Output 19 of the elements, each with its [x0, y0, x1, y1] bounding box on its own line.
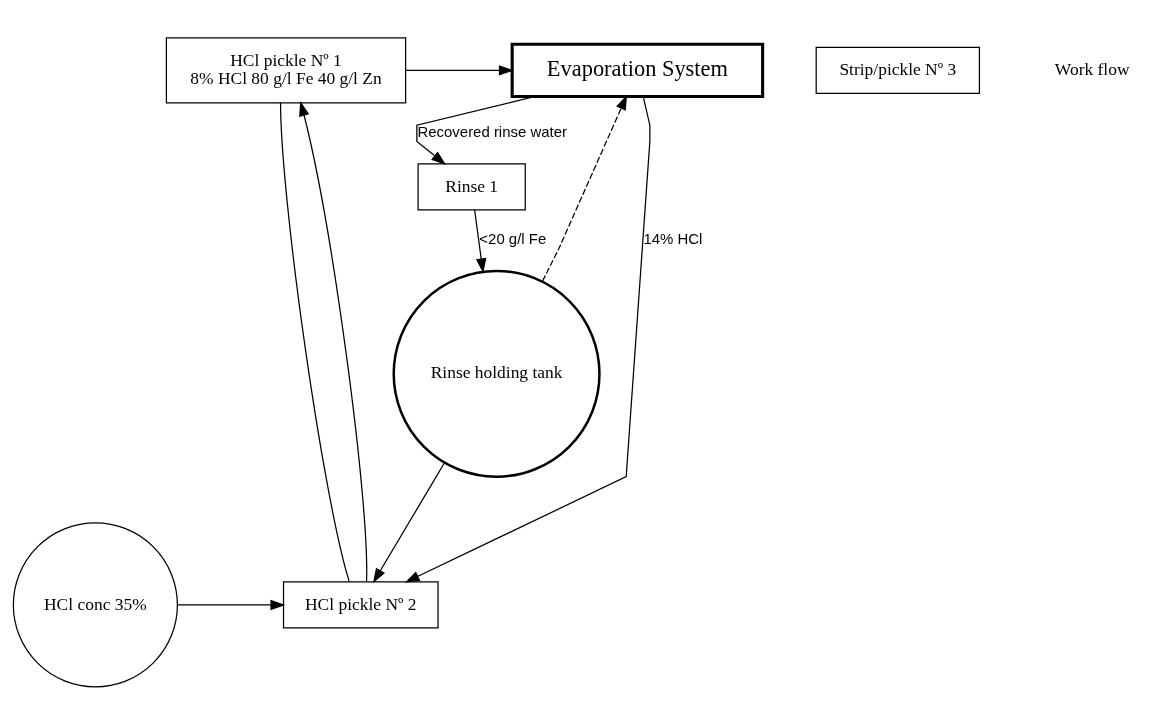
arrow	[416, 95, 536, 165]
edge-label: <20 g/l Fe	[479, 229, 547, 247]
edge-label: Recovered rinse water	[417, 122, 567, 140]
node-box: HCl pickle Nº 1 8% HCl 80 g/l Fe 40 g/l Zn	[165, 36, 407, 103]
arrow	[177, 599, 286, 610]
label: Work flow	[1054, 58, 1130, 79]
arrow	[404, 95, 651, 583]
node-box: HCl pickle Nº 2	[282, 580, 439, 629]
arrow	[405, 64, 514, 76]
arrow	[299, 100, 368, 582]
node-box: Strip/pickle Nº 3	[815, 46, 981, 94]
node-circle: HCl conc 35%	[12, 521, 178, 688]
node-box: Evaporation System	[510, 42, 765, 98]
connector	[279, 101, 350, 582]
arrow	[474, 208, 487, 273]
edge-label: 14% HCl	[643, 229, 703, 247]
node-box: Rinse 1	[417, 162, 526, 211]
arrow	[372, 461, 446, 583]
node-circle: Rinse holding tank	[392, 269, 601, 478]
